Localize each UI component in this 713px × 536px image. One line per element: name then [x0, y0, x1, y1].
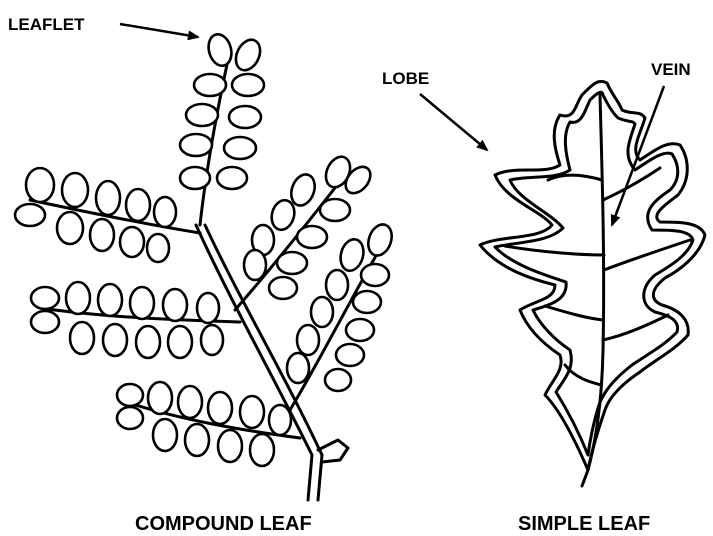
simple-leaf-vein-5 — [545, 306, 603, 320]
simple-leaf — [480, 81, 705, 486]
simple-leaf-outline — [480, 81, 705, 470]
label-vein: VEIN — [651, 60, 691, 79]
label-leaflet: LEAFLET — [8, 15, 85, 34]
caption-simple-leaf: SIMPLE LEAF — [518, 513, 650, 535]
caption-compound-leaf: COMPOUND LEAF — [135, 513, 312, 535]
simple-leaf-vein-1 — [548, 175, 602, 180]
lower-left-leaflets — [117, 382, 291, 466]
simple-leaf-vein-6 — [603, 315, 668, 340]
arrow-leaflet — [120, 24, 198, 37]
top-branch-leaflets — [180, 32, 265, 189]
simple-leaf-petiole — [582, 470, 588, 486]
label-lobe: LOBE — [382, 69, 429, 88]
simple-leaf-vein-4 — [604, 240, 690, 270]
arrow-lobe — [420, 94, 487, 150]
compound-leaf — [15, 32, 396, 500]
simple-leaf-vein-3 — [505, 246, 604, 255]
